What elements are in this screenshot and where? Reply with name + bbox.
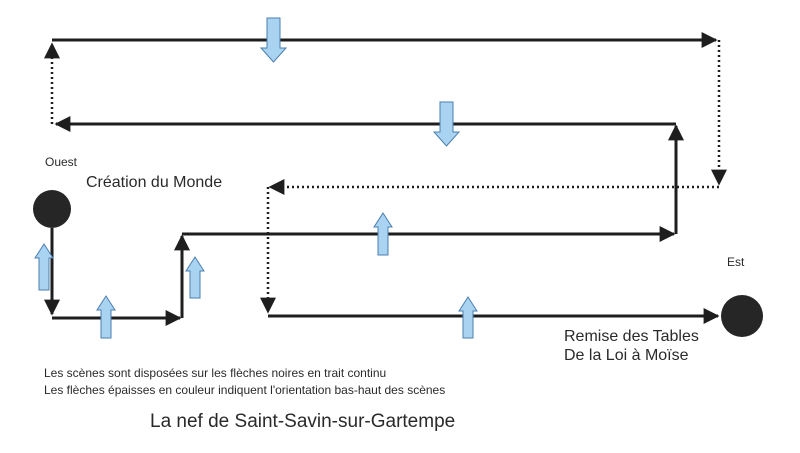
orientation-arrows	[34, 17, 478, 339]
end-scene-label-line-1: Remise des Tables	[564, 328, 699, 345]
east-label: Est	[727, 255, 745, 269]
start-scene-label: Création du Monde	[86, 174, 223, 191]
orientation-arrow-up	[34, 243, 54, 291]
legend-note-orientation: Les flèches épaisses en couleur indiquen…	[44, 383, 446, 397]
west-label: Ouest	[45, 155, 78, 169]
east-endpoint	[721, 295, 763, 337]
diagram-caption: La nef de Saint-Savin-sur-Gartempe	[150, 411, 456, 432]
transition-path	[44, 40, 727, 314]
orientation-arrow-down	[259, 17, 288, 63]
orientation-arrow-up	[185, 256, 205, 299]
west-endpoint	[33, 190, 71, 228]
scene-path	[44, 32, 720, 326]
legend-note-solid: Les scènes sont disposées sur les flèche…	[44, 366, 387, 380]
orientation-arrow-up	[458, 296, 478, 339]
orientation-arrow-down	[432, 101, 461, 147]
orientation-arrow-up	[96, 295, 116, 339]
end-scene-label-line-2: De la Loi à Moïse	[564, 347, 689, 364]
orientation-arrow-up	[373, 212, 393, 256]
